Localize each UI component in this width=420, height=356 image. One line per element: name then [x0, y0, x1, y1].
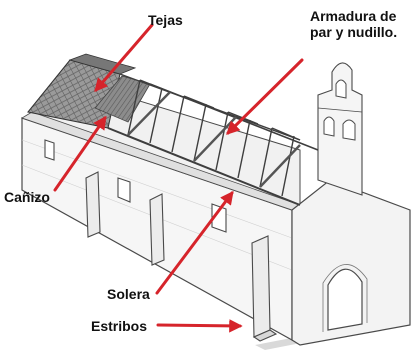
arrow-armadura — [226, 58, 304, 135]
roof-truss — [107, 73, 319, 206]
callout-arrows — [53, 23, 304, 333]
label-tejas: Tejas — [148, 12, 183, 28]
buttresses — [85, 171, 278, 342]
label-canizo: Cañizo — [4, 189, 50, 205]
bell-gable — [317, 62, 363, 196]
label-armadura-line2: par y nudillo. — [310, 24, 398, 40]
label-armadura-line1: Armadura de — [310, 8, 397, 24]
arrow-tejas — [94, 23, 154, 93]
front-gable-wall — [291, 179, 411, 346]
arrow-solera — [155, 190, 234, 295]
label-armadura: Armadura de par y nudillo. — [310, 8, 397, 40]
arrow-estribos — [156, 319, 243, 333]
roof-tiles — [27, 53, 137, 129]
label-estribos: Estribos — [91, 318, 148, 334]
label-solera: Solera — [107, 286, 150, 302]
arrow-canizo — [53, 115, 107, 192]
